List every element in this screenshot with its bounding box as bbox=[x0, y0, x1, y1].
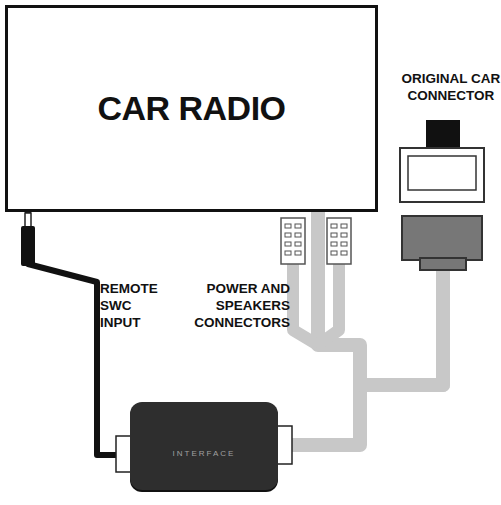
node-text: CAR RADIO bbox=[97, 89, 285, 128]
car-connector: ORIGINAL CAR CONNECTOR bbox=[393, 70, 501, 270]
callout-label: POWER AND SPEAKERS CONNECTORS bbox=[190, 280, 290, 331]
iso-connectors bbox=[281, 218, 351, 345]
callout-label: REMOTE SWC INPUT bbox=[100, 280, 162, 331]
swc-cable bbox=[28, 212, 130, 455]
node-text: ORIGINAL CAR CONNECTOR bbox=[401, 70, 501, 104]
car-radio-box: CAR RADIO bbox=[5, 5, 378, 212]
node-text: INTERFACE bbox=[173, 449, 236, 458]
interface-box: INTERFACE bbox=[130, 402, 278, 490]
car-connector-drawing bbox=[400, 120, 484, 270]
jack-plug bbox=[21, 213, 35, 266]
